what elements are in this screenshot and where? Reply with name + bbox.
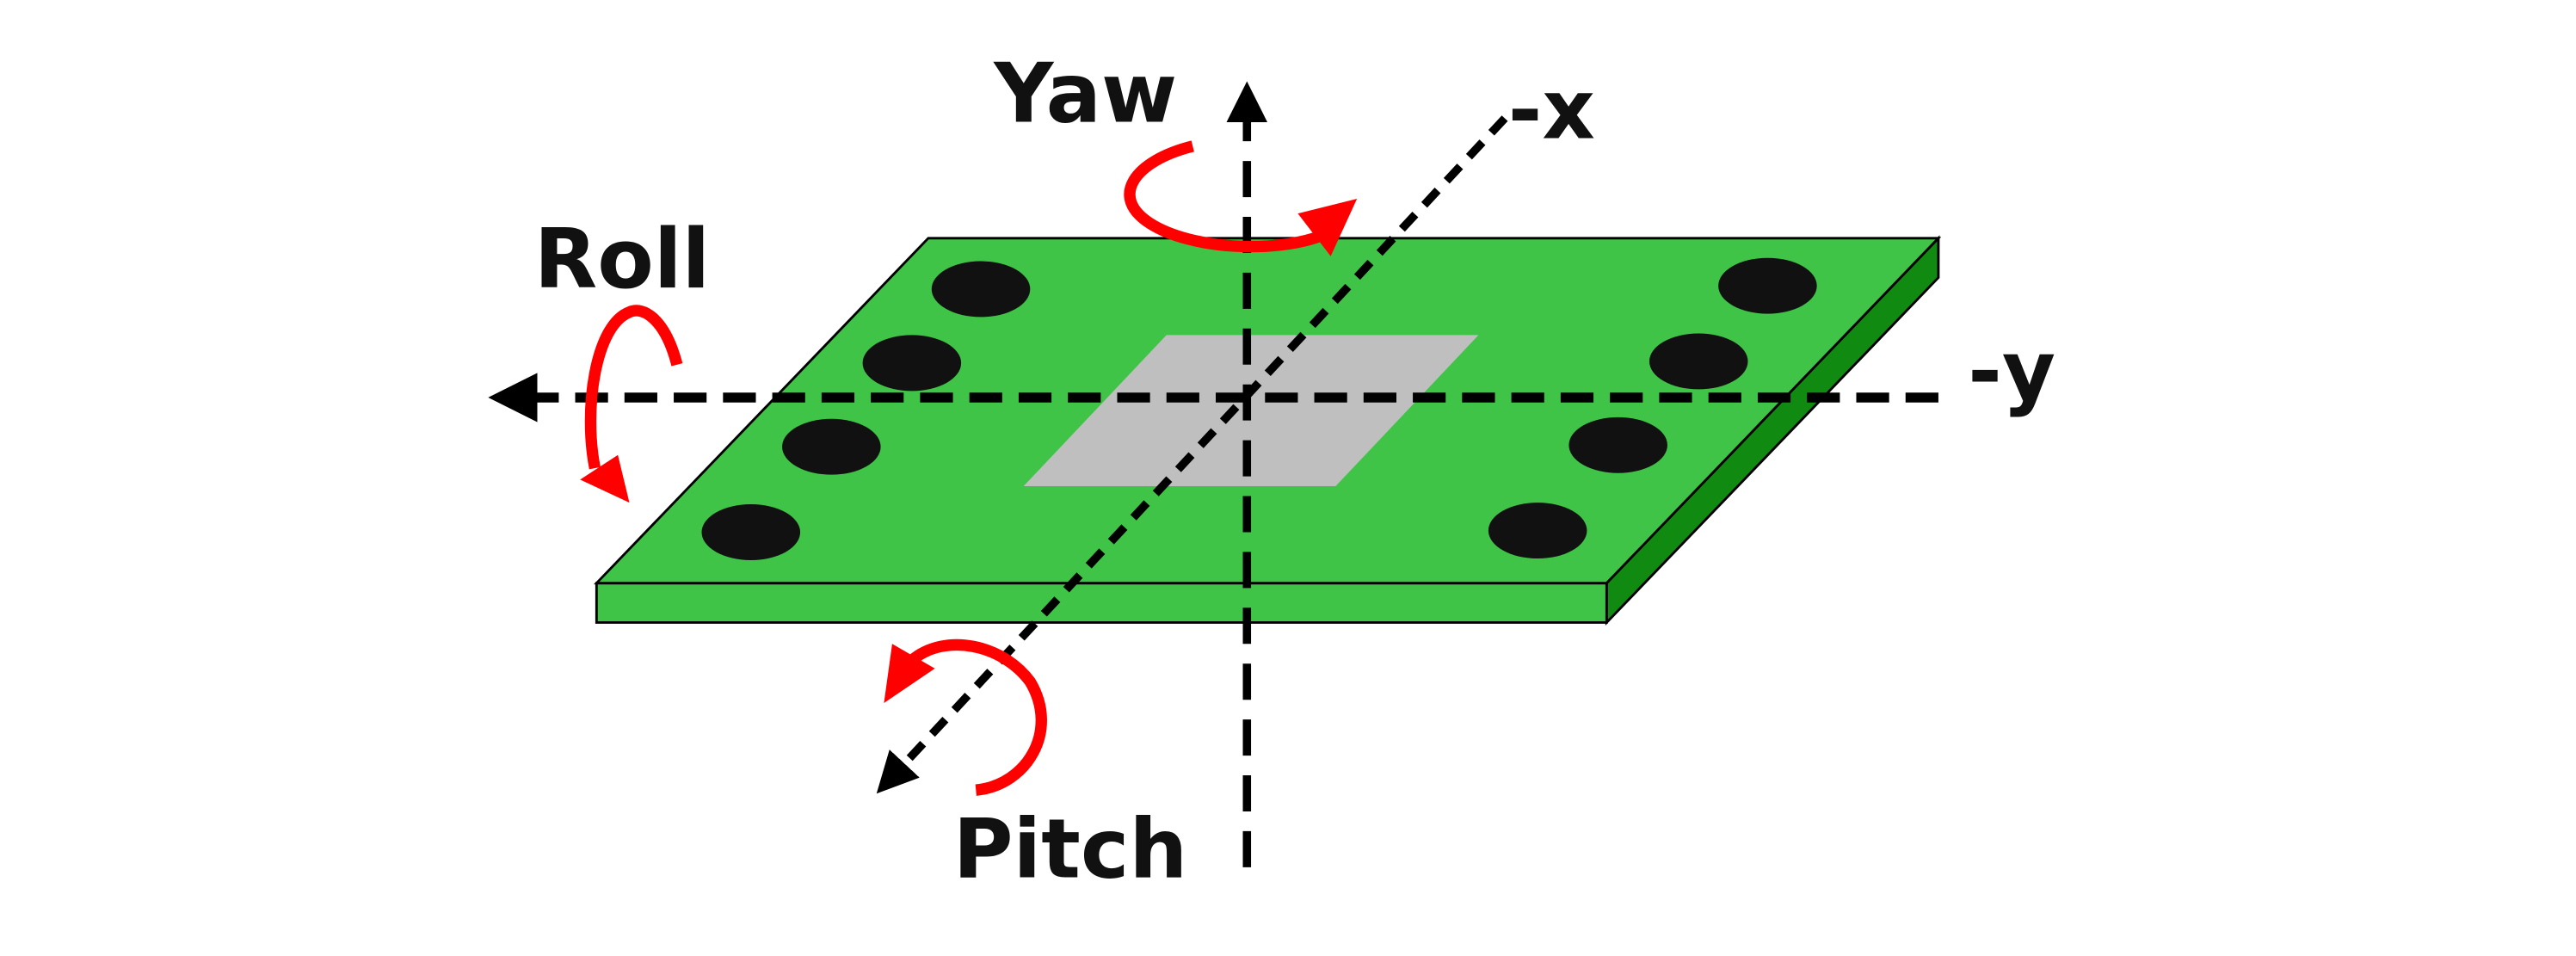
pitch-label: Pitch <box>953 800 1188 897</box>
neg-y-label: -y <box>1968 323 2055 419</box>
hole <box>931 261 1031 318</box>
yaw-rotation-arrow <box>1124 140 1358 256</box>
hole <box>1718 257 1817 314</box>
mounting-holes <box>701 257 1817 560</box>
hole <box>1488 503 1587 559</box>
roll-label: Roll <box>534 211 710 307</box>
yaw-label: Yaw <box>993 45 1177 141</box>
hole <box>1649 333 1748 390</box>
x-axis <box>876 115 1508 794</box>
hole <box>782 418 881 475</box>
neg-x-label: -x <box>1508 61 1595 157</box>
hole <box>1568 416 1667 473</box>
pitch-rotation-arrow <box>884 638 1047 796</box>
board-front-side <box>595 582 1608 624</box>
circuit-board <box>593 235 1942 626</box>
hole <box>862 335 962 392</box>
hole <box>701 504 801 560</box>
roll-rotation-arrow <box>580 305 683 503</box>
